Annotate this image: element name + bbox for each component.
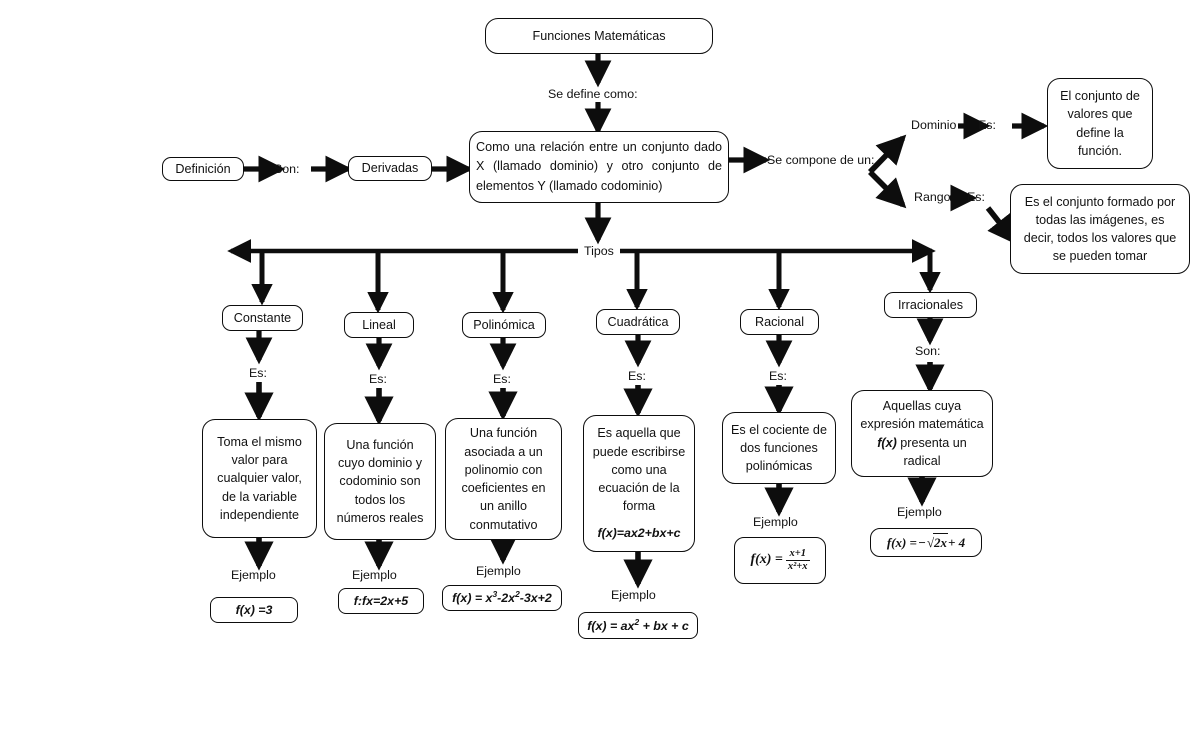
label-son-irracionales: Son: xyxy=(915,344,941,358)
rat-lhs: f(x) = xyxy=(750,552,783,568)
node-constante-desc[interactable]: Toma el mismo valor para cualquier valor… xyxy=(202,419,317,538)
node-polinomica-desc[interactable]: Una función asociada a un polinomio con … xyxy=(445,418,562,540)
label-son-definicion: Son: xyxy=(274,162,300,176)
node-cuadratica-desc[interactable]: Es aquella que puede escribirse como una… xyxy=(583,415,695,552)
node-rango-desc[interactable]: Es el conjunto formado por todas las imá… xyxy=(1010,184,1190,274)
irr-radicand: 2x xyxy=(933,533,948,551)
node-lineal-desc-label: Una función cuyo dominio y codominio son… xyxy=(336,437,424,525)
example-constante-text: f(x) =3 xyxy=(235,602,273,617)
label-es-cuadratica: Es: xyxy=(628,369,646,383)
label-se-define-como: Se define como: xyxy=(548,87,638,101)
quad-post: + bx + c xyxy=(639,618,689,633)
node-derivadas[interactable]: Derivadas xyxy=(348,156,432,181)
irracionales-desc-fx: f(x) xyxy=(877,435,897,450)
label-es-polinomica: Es: xyxy=(493,372,511,386)
poly-post: -3x+2 xyxy=(519,591,552,606)
label-es-constante: Es: xyxy=(249,366,267,380)
rat-fraction: x+1 x²+x xyxy=(785,548,810,573)
irr-lhs: f(x) = xyxy=(886,534,917,550)
label-rango: Rango xyxy=(914,190,951,204)
node-lineal-desc[interactable]: Una función cuyo dominio y codominio son… xyxy=(324,423,436,540)
node-cuadratica-desc-formula: f(x)=ax2+bx+c xyxy=(597,525,681,540)
node-irracionales-desc[interactable]: Aquellas cuya expresión matemática f(x) … xyxy=(851,390,993,477)
node-example-racional[interactable]: f(x) = x+1 x²+x xyxy=(734,537,826,584)
node-dominio-desc[interactable]: El conjunto de valores que define la fun… xyxy=(1047,78,1153,169)
node-irracionales[interactable]: Irracionales xyxy=(884,292,977,318)
label-ejemplo-polinomica: Ejemplo xyxy=(476,564,521,578)
poly-sup1: 3 xyxy=(492,589,498,600)
sqrt-icon: √ xyxy=(926,534,934,550)
node-racional-desc[interactable]: Es el cociente de dos funciones polinómi… xyxy=(722,412,836,484)
label-es-rango: Es: xyxy=(967,190,985,204)
node-lineal[interactable]: Lineal xyxy=(344,312,414,338)
rat-numerator: x+1 xyxy=(785,548,810,561)
label-es-lineal: Es: xyxy=(369,372,387,386)
arrow-es-to-rango-desc xyxy=(985,206,1017,245)
label-ejemplo-constante: Ejemplo xyxy=(231,568,276,582)
node-polinomica[interactable]: Polinómica xyxy=(462,312,546,338)
node-racional-label: Racional xyxy=(754,314,804,329)
node-constante[interactable]: Constante xyxy=(222,305,303,331)
label-es-dominio: Es: xyxy=(978,118,996,132)
node-constante-label: Constante xyxy=(233,310,292,325)
label-ejemplo-cuadratica: Ejemplo xyxy=(611,588,656,602)
node-dominio-desc-label: El conjunto de valores que define la fun… xyxy=(1060,89,1140,158)
label-ejemplo-racional: Ejemplo xyxy=(753,515,798,529)
node-definicion[interactable]: Definición xyxy=(162,157,244,181)
node-racional-desc-label: Es el cociente de dos funciones polinómi… xyxy=(731,422,827,474)
rat-denominator: x²+x xyxy=(787,561,808,572)
node-example-polinomica[interactable]: f(x) = x3-2x2-3x+2 xyxy=(442,585,562,611)
node-definicion-label: Definición xyxy=(175,161,231,176)
poly-mid: -2x xyxy=(497,591,516,606)
node-example-constante[interactable]: f(x) =3 xyxy=(210,597,298,623)
irracionales-desc-pre: Aquellas cuya expresión matemática xyxy=(860,399,984,432)
node-irracionales-label: Irracionales xyxy=(897,297,964,312)
node-racional[interactable]: Racional xyxy=(740,309,819,335)
example-cuadratica-text: f(x) = ax2 + bx + c xyxy=(587,617,688,635)
node-polinomica-label: Polinómica xyxy=(473,317,535,332)
quad-sup: 2 xyxy=(634,616,640,627)
poly-pre: f(x) = x xyxy=(452,591,493,606)
label-es-racional: Es: xyxy=(769,369,787,383)
node-cuadratica[interactable]: Cuadrática xyxy=(596,309,680,335)
node-irracionales-desc-label: Aquellas cuya expresión matemática f(x) … xyxy=(860,397,984,470)
node-definition-box[interactable]: Como una relación entre un conjunto dado… xyxy=(469,131,729,203)
node-derivadas-label: Derivadas xyxy=(361,161,419,176)
example-polinomica-text: f(x) = x3-2x2-3x+2 xyxy=(452,589,552,607)
label-dominio: Dominio xyxy=(911,118,957,132)
example-irracional-text: f(x) = − √2x + 4 xyxy=(887,533,965,551)
label-ejemplo-irracional: Ejemplo xyxy=(897,505,942,519)
node-example-lineal[interactable]: f:fx=2x+5 xyxy=(338,588,424,614)
node-example-irracional[interactable]: f(x) = − √2x + 4 xyxy=(870,528,982,557)
label-tipos: Tipos xyxy=(584,244,614,258)
arrow-compone-to-rango xyxy=(868,170,907,209)
label-ejemplo-lineal: Ejemplo xyxy=(352,568,397,582)
label-se-compone-de-un: Se compone de un: xyxy=(767,153,875,167)
irr-sign: − xyxy=(917,534,926,550)
irracionales-desc-post: presenta un radical xyxy=(896,435,967,468)
node-definition-box-label: Como una relación entre un conjunto dado… xyxy=(476,140,722,193)
node-rango-desc-label: Es el conjunto formado por todas las imá… xyxy=(1023,194,1177,264)
node-cuadratica-label: Cuadrática xyxy=(607,314,669,329)
node-root-label: Funciones Matemáticas xyxy=(532,28,666,43)
node-polinomica-desc-label: Una función asociada a un polinomio con … xyxy=(461,426,546,532)
quad-pre: f(x) = ax xyxy=(587,618,635,633)
node-lineal-label: Lineal xyxy=(362,317,396,332)
example-lineal-text: f:fx=2x+5 xyxy=(353,593,409,608)
irr-tail: + 4 xyxy=(948,534,966,550)
node-constante-desc-label: Toma el mismo valor para cualquier valor… xyxy=(217,434,302,522)
arrow-compone-to-dominio xyxy=(867,134,907,174)
node-example-cuadratica[interactable]: f(x) = ax2 + bx + c xyxy=(578,612,698,639)
poly-sup2: 2 xyxy=(515,589,520,600)
example-racional-text: f(x) = x+1 x²+x xyxy=(750,548,810,573)
node-cuadratica-desc-label: Es aquella que puede escribirse como una… xyxy=(592,426,686,514)
node-root[interactable]: Funciones Matemáticas xyxy=(485,18,713,54)
